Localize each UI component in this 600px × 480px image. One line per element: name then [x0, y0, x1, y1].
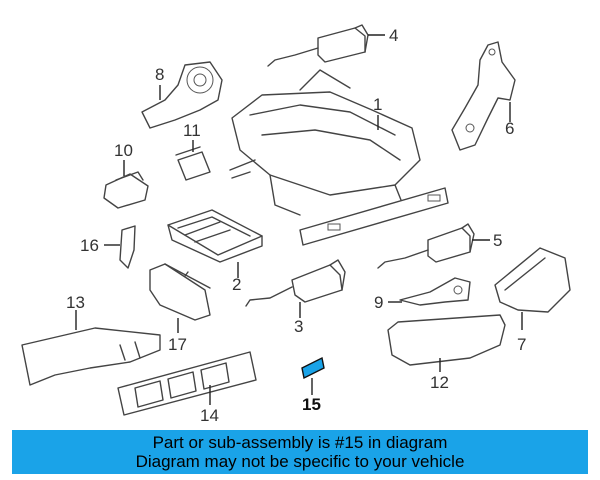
- callout-17: 17: [168, 335, 187, 354]
- part-5-motor[interactable]: [377, 223, 475, 269]
- callout-14: 14: [200, 406, 219, 425]
- part-2-plate[interactable]: [167, 209, 263, 263]
- callout-5: 5: [493, 231, 502, 250]
- info-banner: Part or sub-assembly is #15 in diagram D…: [12, 430, 588, 474]
- callout-8: 8: [155, 65, 164, 84]
- banner-line-1: Part or sub-assembly is #15 in diagram: [152, 433, 448, 452]
- callout-2: 2: [232, 275, 241, 294]
- part-6-bracket[interactable]: [451, 41, 516, 151]
- callout-4: 4: [389, 26, 398, 45]
- callout-12: 12: [430, 373, 449, 392]
- part-9-lever[interactable]: [399, 277, 471, 306]
- callout-7: 7: [517, 335, 526, 354]
- part-4-motor[interactable]: [267, 24, 369, 67]
- callout-15: 15: [302, 395, 321, 414]
- part-17-housing[interactable]: [149, 263, 211, 321]
- part-11-switch[interactable]: [175, 146, 211, 181]
- callout-9: 9: [374, 293, 383, 312]
- part-10-switch[interactable]: [103, 171, 149, 209]
- part-1-seat-frame[interactable]: [229, 69, 449, 246]
- callout-10: 10: [114, 141, 133, 160]
- callout-11: 11: [183, 121, 201, 140]
- part-14-shield[interactable]: [117, 351, 257, 416]
- part-3-motor[interactable]: [245, 259, 346, 307]
- part-7-side-shield[interactable]: [494, 247, 571, 313]
- callout-3: 3: [294, 317, 303, 336]
- part-13-side-cover[interactable]: [21, 327, 161, 386]
- part-8-recliner[interactable]: [141, 61, 223, 129]
- callout-13: 13: [66, 293, 85, 312]
- exploded-parts-diagram: 1 2 3 4 5 6 7 8 9 10 11 12 13 14 15 16 1…: [21, 24, 571, 425]
- leader-lines: [75, 34, 523, 405]
- callout-1: 1: [373, 95, 382, 114]
- part-15-highlighted[interactable]: [301, 356, 325, 380]
- callout-labels: 1 2 3 4 5 6 7 8 9 10 11 12 13 14 15 16 1…: [66, 26, 526, 425]
- part-16-clip[interactable]: [119, 225, 136, 269]
- callout-6: 6: [505, 119, 514, 138]
- part-12-trim-panel[interactable]: [387, 314, 506, 366]
- callout-16: 16: [80, 236, 99, 255]
- banner-line-2: Diagram may not be specific to your vehi…: [135, 452, 465, 471]
